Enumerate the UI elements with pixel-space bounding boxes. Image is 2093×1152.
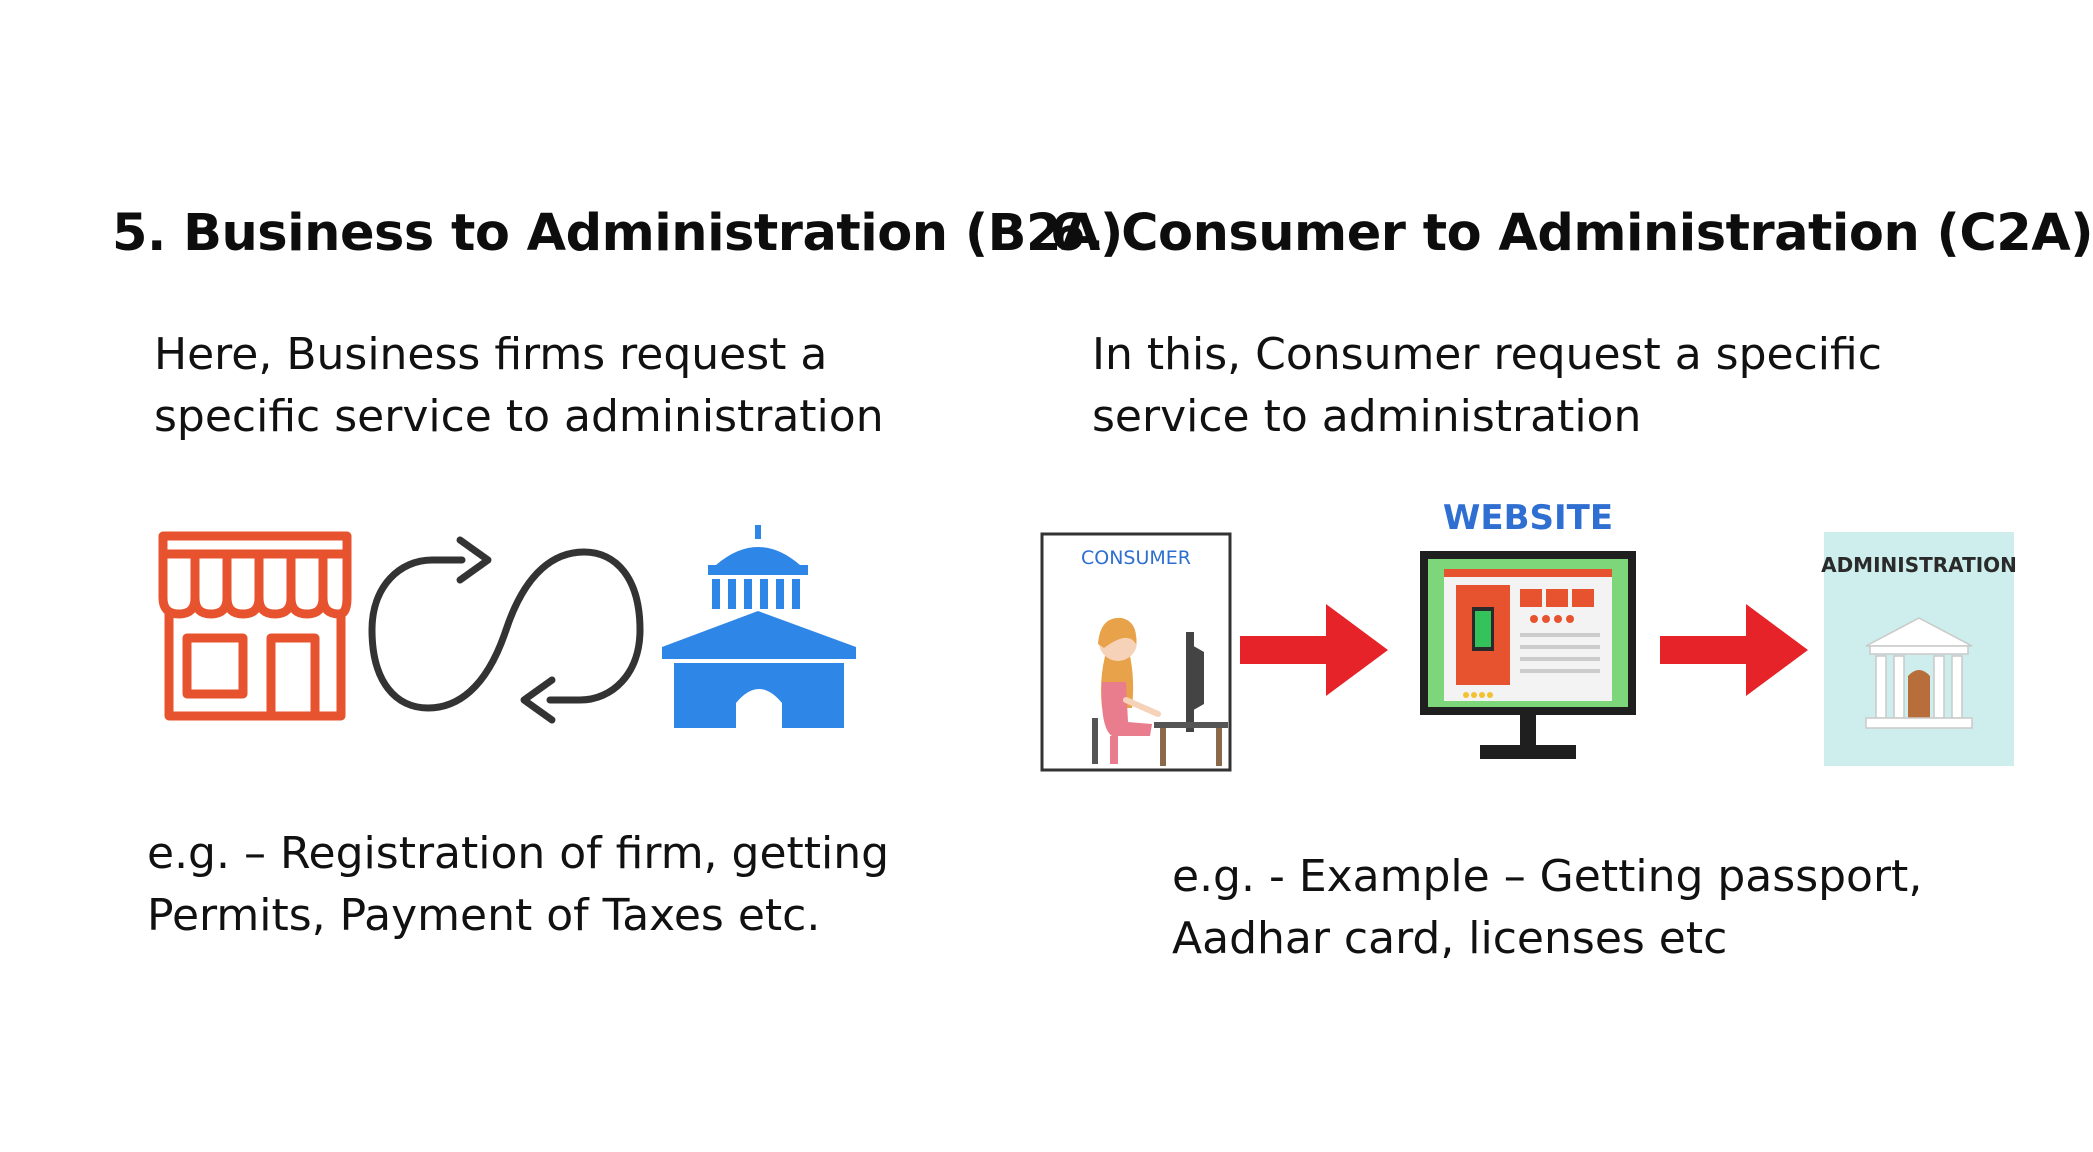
c2a-example: e.g. - Example – Getting passport, Aadha…: [1172, 846, 1922, 970]
c2a-description: In this, Consumer request a specific ser…: [1092, 324, 1882, 448]
storefront-icon: [158, 531, 352, 721]
c2a-heading: 6. Consumer to Administration (C2A): [1050, 204, 2093, 263]
b2a-example: e.g. – Registration of firm, getting Per…: [147, 823, 889, 947]
arrow-right-icon: [1660, 604, 1808, 696]
administration-label: ADMINISTRATION: [1821, 553, 2017, 577]
consumer-computer-icon: [1154, 632, 1228, 766]
arrow-right-icon: [1240, 604, 1388, 696]
website-label: WEBSITE: [1443, 498, 1613, 538]
b2a-description-line: specific service to administration: [154, 391, 884, 442]
consumer-person-icon: [1092, 617, 1161, 764]
b2a-heading: 5. Business to Administration (B2A): [112, 204, 1123, 263]
c2a-description-line: In this, Consumer request a specific: [1092, 329, 1882, 380]
consumer-panel: CONSUMER: [1040, 532, 1232, 772]
b2a-example-line: e.g. – Registration of firm, getting: [147, 828, 890, 879]
b2a-example-line: Permits, Payment of Taxes etc.: [147, 890, 821, 941]
consumer-label: CONSUMER: [1081, 547, 1191, 569]
exchange-cycle-icon: [368, 536, 644, 724]
c2a-example-line: Aadhar card, licenses etc: [1172, 913, 1728, 964]
b2a-description-line: Here, Business firms request a: [154, 329, 828, 380]
c2a-example-line: e.g. - Example – Getting passport,: [1172, 851, 1923, 902]
courthouse-icon: [1865, 617, 1973, 729]
administration-panel: ADMINISTRATION: [1821, 532, 2017, 766]
website-monitor-icon: WEBSITE: [1420, 498, 1636, 759]
c2a-description-line: service to administration: [1092, 391, 1642, 442]
government-building-icon: [662, 525, 856, 728]
b2a-description: Here, Business firms request a specific …: [154, 324, 884, 448]
